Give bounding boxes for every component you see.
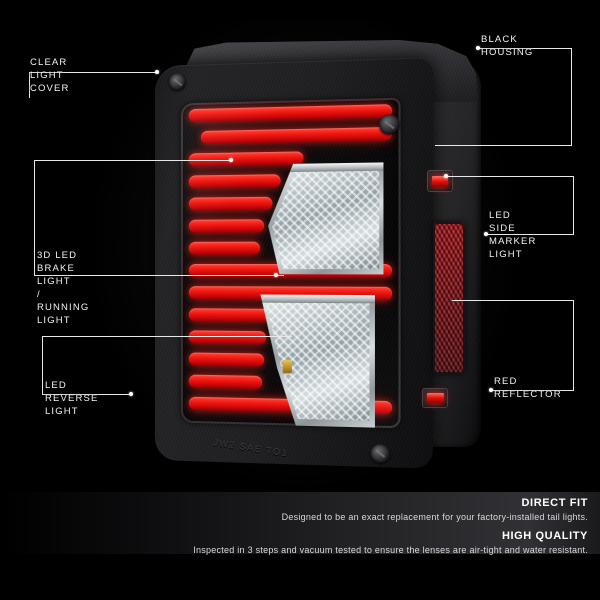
leader-line <box>42 336 43 394</box>
feature-description: Inspected in 3 steps and vacuum tested t… <box>193 545 588 555</box>
lens-chrome-trim <box>256 295 375 304</box>
feature-description: Designed to be an exact replacement for … <box>281 512 588 522</box>
leader-line <box>34 160 232 161</box>
tail-light-product: JW2 SAE TO1 <box>150 40 481 469</box>
leader-line <box>452 300 574 301</box>
led-bar <box>188 352 265 367</box>
led-bar <box>188 308 271 323</box>
led-bar <box>200 126 393 145</box>
lens-facets <box>271 166 380 272</box>
leader-dot <box>229 158 233 162</box>
clear-light-cover <box>180 97 401 429</box>
lower-marker-light <box>422 388 448 408</box>
leader-line <box>491 390 574 391</box>
leader-line <box>42 394 132 395</box>
led-bar <box>188 104 393 123</box>
callout-label: RED REFLECTOR <box>494 376 562 400</box>
led-bar <box>188 241 260 255</box>
leader-line <box>573 300 574 390</box>
leader-line <box>486 234 574 235</box>
led-side-marker-light <box>427 170 453 192</box>
led-bar <box>188 151 304 167</box>
mounting-screw-icon <box>370 444 390 464</box>
feature-list: DIRECT FIT Designed to be an exact repla… <box>193 496 588 562</box>
leader-line <box>573 176 574 234</box>
leader-dot <box>274 273 278 277</box>
led-bar <box>188 330 267 345</box>
leader-line <box>34 160 35 275</box>
leader-line <box>571 48 572 145</box>
led-bar <box>188 219 265 233</box>
red-reflector <box>433 222 465 374</box>
leader-line <box>29 72 30 98</box>
feature-title: DIRECT FIT <box>521 497 588 509</box>
led-bar <box>188 174 281 189</box>
feature-title: HIGH QUALITY <box>501 530 588 542</box>
led-bar <box>188 196 273 211</box>
leader-dot <box>155 70 159 74</box>
leader-dot <box>489 388 493 392</box>
black-housing: JW2 SAE TO1 <box>155 57 433 469</box>
leader-dot <box>129 392 133 396</box>
leader-dot <box>444 174 448 178</box>
callout-label: LED REVERSE LIGHT <box>45 380 99 417</box>
leader-dot <box>484 232 488 236</box>
led-bar <box>188 374 263 390</box>
callout-label: LED SIDE MARKER LIGHT <box>489 210 537 260</box>
callout-label: 3D LED BRAKE LIGHT / RUNNING LIGHT <box>37 250 90 326</box>
feature-band: DIRECT FIT Designed to be an exact repla… <box>0 492 600 555</box>
marker-led-glow <box>426 393 444 403</box>
leader-line <box>42 336 292 337</box>
callout-label: BLACK HOUSING <box>481 34 534 58</box>
amber-bulb-icon <box>283 360 292 373</box>
leader-line <box>446 176 574 177</box>
leader-line <box>478 48 572 49</box>
housing-emboss-text: JW2 SAE TO1 <box>212 437 289 459</box>
callout-label: CLEAR LIGHT COVER <box>30 57 70 94</box>
leader-line <box>435 145 572 146</box>
mounting-screw-icon <box>168 73 186 91</box>
leader-dot <box>476 46 480 50</box>
